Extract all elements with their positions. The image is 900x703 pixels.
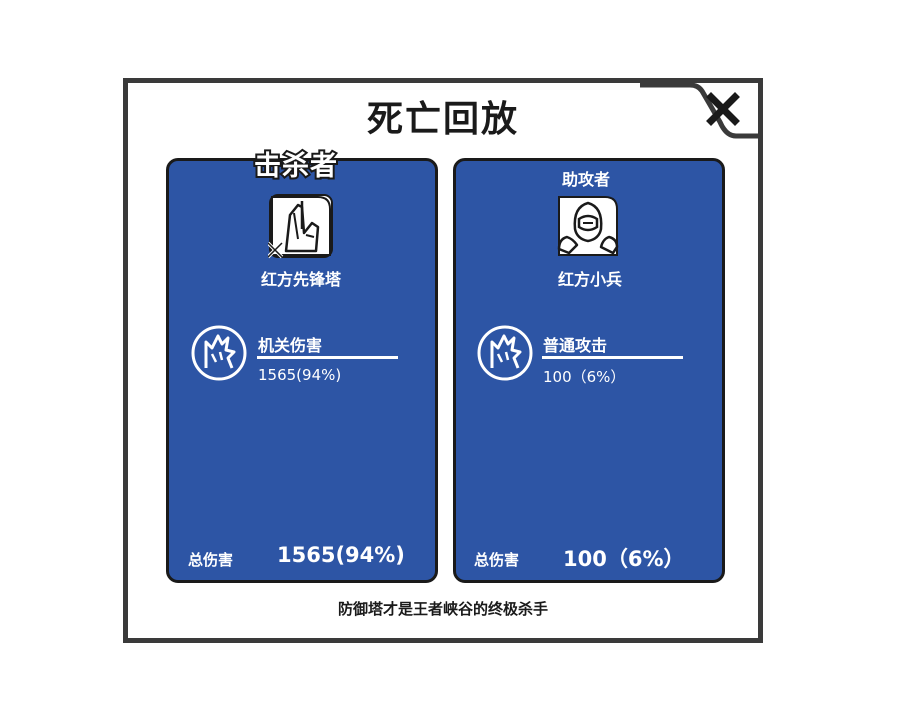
assist-damage-value: 100（6%） <box>543 368 626 386</box>
assist-name: 红方小兵 <box>557 270 622 289</box>
close-icon <box>706 92 740 126</box>
assist-total-label: 总伤害 <box>474 551 520 569</box>
killer-name: 红方先锋塔 <box>260 270 341 289</box>
footer-tip: 防御塔才是王者峡谷的终极杀手 <box>337 600 548 618</box>
dialog-title: 死亡回放 <box>366 99 519 140</box>
killer-damage-type: 机关伤害 <box>258 336 323 355</box>
assist-damage-bar-fill <box>542 356 683 359</box>
dialog-corner-tab <box>640 82 763 139</box>
crack-damage-icon <box>477 325 533 381</box>
killer-total-label: 总伤害 <box>188 551 234 569</box>
killer-damage-value: 1565(94%) <box>258 366 342 384</box>
crack-damage-icon <box>191 325 247 381</box>
assist-total-value: 100（6%） <box>563 547 685 571</box>
defense-tower-icon <box>268 194 333 259</box>
minion-icon <box>557 196 619 256</box>
assist-damage-type: 普通攻击 <box>543 336 608 355</box>
close-button[interactable] <box>700 86 746 132</box>
killer-total-value: 1565(94%) <box>277 543 405 567</box>
assist-damage-bar <box>542 356 683 359</box>
killer-damage-bar <box>257 356 398 359</box>
assist-role-label: 助攻者 <box>561 170 610 189</box>
killer-damage-bar-fill <box>257 356 398 359</box>
killer-role-label: 击杀者 <box>252 149 339 184</box>
